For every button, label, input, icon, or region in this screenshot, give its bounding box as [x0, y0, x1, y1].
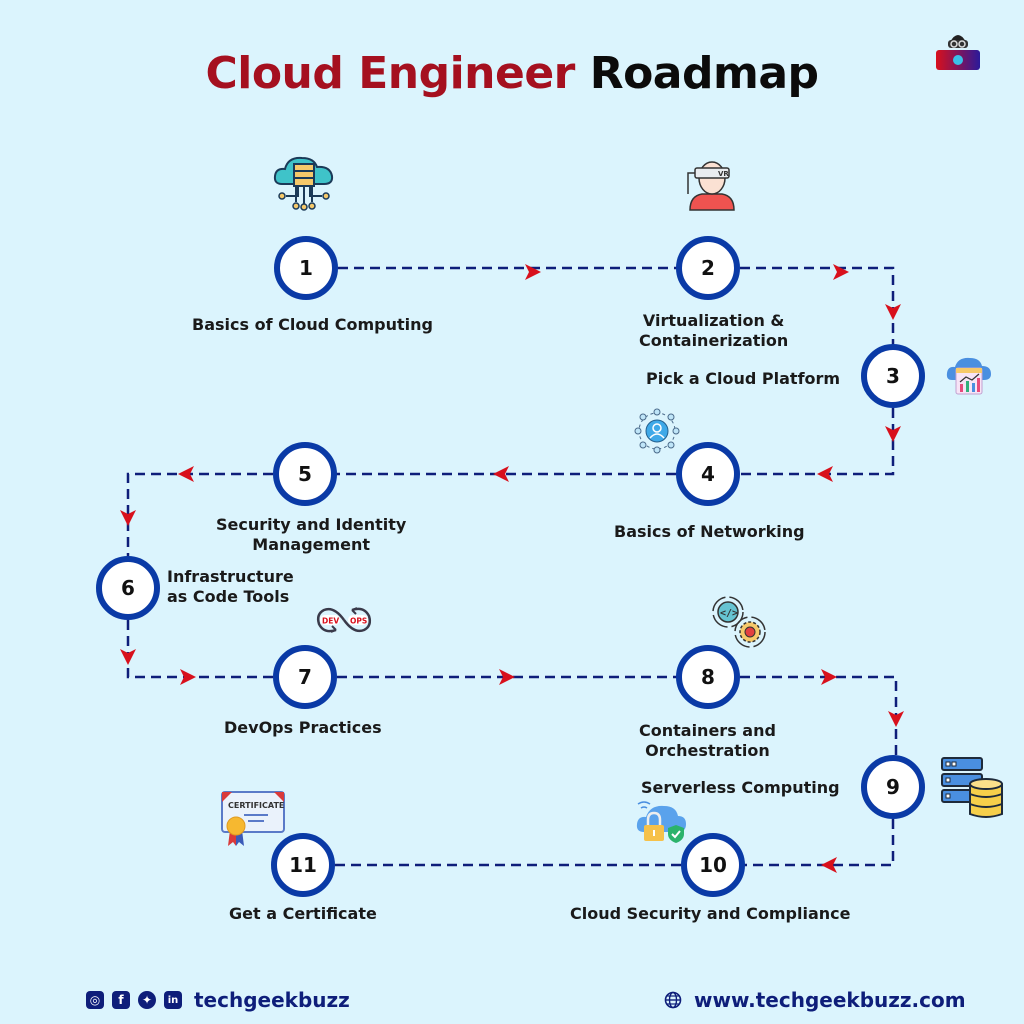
step-number: 5	[298, 462, 312, 486]
step-label-8-line-1: Containers and	[639, 721, 776, 740]
step-node-6: 6	[96, 556, 160, 620]
step-node-8: 8	[676, 645, 740, 709]
step-number: 7	[298, 665, 312, 689]
vr-headset-person-icon: VR	[687, 161, 735, 211]
step-label-3: Pick a Cloud Platform	[646, 369, 841, 388]
arrow-icon-1	[525, 264, 541, 280]
title-part-1: Cloud Engineer	[205, 48, 575, 99]
arrow-icon-3	[885, 304, 901, 320]
step-number: 4	[701, 462, 715, 486]
instagram-icon[interactable]: ◎	[86, 991, 104, 1009]
arrow-icon-7	[178, 466, 194, 482]
cloud-lock-shield-icon	[636, 801, 686, 843]
step-label-9: Serverless Computing	[641, 778, 840, 797]
step-number: 3	[886, 364, 900, 388]
step-number: 9	[886, 775, 900, 799]
certificate-icon: CERTIFICATE	[221, 791, 285, 846]
arrow-icon-14	[821, 857, 837, 873]
step-label-4: Basics of Networking	[614, 522, 805, 541]
step-label-2: Virtualization & Containerization	[639, 311, 788, 351]
devops-icon-dev-text: DEV	[322, 617, 339, 626]
step-node-7: 7	[273, 645, 337, 709]
twitter-icon[interactable]: ✦	[138, 991, 156, 1009]
page-title: Cloud Engineer Roadmap	[0, 48, 1024, 99]
step-node-9: 9	[861, 755, 925, 819]
devops-loop-icon: DEV OPS	[316, 607, 372, 633]
step-label-2-line-1: Virtualization &	[642, 311, 785, 330]
step-node-10: 10	[681, 833, 745, 897]
arrow-icon-4	[885, 426, 901, 442]
arrow-icon-6	[493, 466, 509, 482]
step-number: 6	[121, 576, 135, 600]
step-label-6-line-2: as Code Tools	[167, 587, 290, 606]
step-label-6-line-1: Infrastructure	[167, 567, 294, 586]
step-node-5: 5	[273, 442, 337, 506]
path-segment-6	[126, 588, 305, 679]
step-number: 11	[289, 853, 317, 877]
step-label-7: DevOps Practices	[224, 718, 382, 737]
step-node-4: 4	[676, 442, 740, 506]
arrow-icon-9	[120, 649, 136, 665]
path-segment-8	[708, 675, 898, 787]
arrow-icon-11	[499, 669, 515, 685]
path-segment-3	[708, 376, 895, 476]
cloud-server-icon	[273, 156, 334, 211]
arrow-icon-13	[888, 711, 904, 727]
linkedin-icon[interactable]: in	[164, 991, 182, 1009]
code-gear-cycle-icon: </>	[712, 596, 766, 648]
path-segment-2	[708, 266, 895, 376]
svg-text:VR: VR	[718, 170, 729, 178]
svg-text:</>: </>	[720, 608, 738, 619]
footer-website: www.techgeekbuzz.com	[664, 988, 966, 1012]
step-label-6: Infrastructure as Code Tools	[167, 567, 294, 607]
path-segment-5	[126, 472, 305, 588]
step-label-1: Basics of Cloud Computing	[192, 315, 433, 334]
cloud-analytics-icon	[946, 357, 991, 395]
step-number: 10	[699, 853, 727, 877]
facebook-icon[interactable]: f	[112, 991, 130, 1009]
footer-social: ◎ f ✦ in techgeekbuzz	[86, 988, 350, 1012]
step-node-11: 11	[271, 833, 335, 897]
devops-icon-ops-text: OPS	[350, 617, 367, 626]
arrow-icon-10	[180, 669, 196, 685]
step-label-10: Cloud Security and Compliance	[570, 904, 851, 923]
step-node-1: 1	[274, 236, 338, 300]
step-label-8: Containers and Orchestration	[639, 721, 776, 761]
step-label-8-line-2: Orchestration	[645, 741, 770, 760]
step-label-5-line-1: Security and Identity	[216, 515, 407, 534]
brand-name[interactable]: techgeekbuzz	[194, 988, 350, 1012]
arrow-icon-12	[821, 669, 837, 685]
step-node-3: 3	[861, 344, 925, 408]
arrow-icon-5	[817, 466, 833, 482]
globe-icon	[664, 991, 682, 1009]
step-label-5-line-2: Management	[252, 535, 371, 554]
title-part-2: Roadmap	[589, 48, 819, 99]
network-user-icon	[634, 408, 680, 454]
step-label-11: Get a Certificate	[229, 904, 377, 923]
website-link[interactable]: www.techgeekbuzz.com	[694, 988, 966, 1012]
arrow-icon-8	[120, 510, 136, 526]
server-database-icon	[941, 757, 1003, 818]
step-label-5: Security and Identity Management	[216, 515, 406, 555]
step-label-2-line-2: Containerization	[639, 331, 789, 350]
certificate-icon-text: CERTIFICATE	[228, 801, 284, 810]
step-number: 8	[701, 665, 715, 689]
hacker-logo-icon	[936, 35, 980, 70]
step-node-2: 2	[676, 236, 740, 300]
step-number: 1	[299, 256, 313, 280]
arrow-icon-2	[833, 264, 849, 280]
step-number: 2	[701, 256, 715, 280]
